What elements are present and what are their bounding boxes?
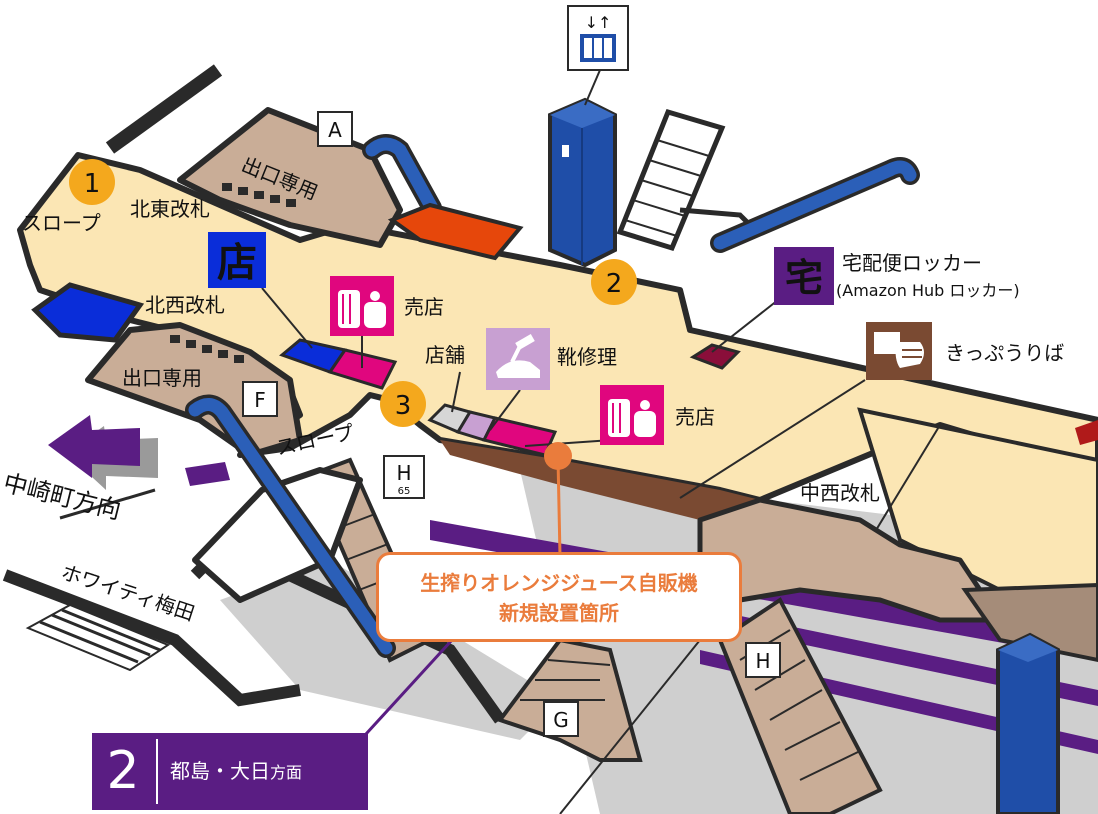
highlight-location-dot — [544, 442, 572, 470]
exit-area-left-steps — [170, 335, 244, 363]
direction-sign: 2 都島・大日方面 — [92, 733, 368, 810]
parcel-locker-icon: 宅 — [774, 247, 834, 305]
exit-area-left — [85, 322, 303, 458]
elevator-pointer-line — [584, 69, 601, 106]
block-far-right — [1075, 420, 1098, 445]
concourse-edge — [440, 440, 760, 520]
escalator-top — [362, 134, 442, 218]
wall-line — [679, 207, 752, 227]
elevator-tower — [548, 97, 617, 268]
label-kiosk-north: 売店 — [404, 295, 444, 319]
gate-line — [869, 424, 941, 541]
label-central-west-gate: 中西改札 — [800, 481, 880, 505]
callout-line-2: 新規設置箇所 — [499, 601, 619, 625]
svg-text:F: F — [254, 388, 266, 412]
pointer-line — [679, 379, 866, 499]
rail-stripe — [185, 462, 230, 486]
svg-text:宅: 宅 — [785, 256, 823, 300]
wall-line — [59, 488, 156, 520]
label-parcel-locker-sub: (Amazon Hub ロッカー) — [836, 281, 1020, 300]
direction-arrow-icon — [48, 415, 158, 490]
direction-number: 2 — [106, 741, 140, 801]
kiosk-block-north — [327, 348, 398, 390]
shop-orange-block — [387, 202, 524, 261]
white-umeda-passage — [192, 467, 363, 603]
wall-line — [105, 64, 223, 154]
wall-line — [2, 569, 301, 707]
svg-text:店: 店 — [217, 240, 257, 286]
exit-marker-h65: H 65 — [383, 455, 425, 499]
exit-marker-a: A — [317, 111, 353, 147]
pointer-line — [489, 389, 521, 431]
kiosk-icon — [330, 276, 394, 336]
label-northwest-gate: 北西改札 — [145, 293, 225, 317]
exit-marker-h: H — [745, 642, 781, 678]
marker-2: 2 — [591, 259, 637, 305]
shoe-repair-icon — [486, 328, 550, 390]
direction-pointer-line — [364, 638, 454, 736]
pointer-line — [711, 299, 779, 353]
pointer-line — [524, 439, 613, 447]
crosswalk — [25, 603, 171, 672]
locker-block — [689, 343, 741, 370]
highlight-pointer-line — [556, 457, 562, 557]
marker-1: 1 — [69, 159, 115, 205]
escalator-left — [185, 394, 396, 658]
svg-text:G: G — [553, 708, 569, 732]
ticket-sales-icon — [866, 322, 932, 380]
exit-marker-f: F — [242, 381, 278, 417]
svg-text:3: 3 — [395, 391, 412, 421]
callout-line-1: 生搾りオレンジジュース自販機 — [420, 571, 698, 595]
label-northeast-gate: 北東改札 — [130, 197, 210, 221]
svg-text:65: 65 — [398, 486, 411, 497]
svg-text:H: H — [396, 461, 411, 485]
direction-text: 都島・大日方面 — [170, 733, 302, 810]
exit-marker-g: G — [543, 701, 579, 737]
direction-text-small: 方面 — [270, 763, 303, 782]
label-ticket-sales: きっぷうりば — [945, 341, 1064, 365]
kiosk-icon-south — [600, 385, 664, 445]
escalator-right — [710, 157, 920, 253]
label-slope-1: スロープ — [22, 211, 101, 235]
marker-3: 3 — [380, 381, 426, 427]
platform-right — [961, 582, 1098, 663]
svg-text:H: H — [755, 649, 770, 673]
svg-text:2: 2 — [606, 269, 623, 299]
label-shop: 店舗 — [425, 343, 465, 367]
direction-separator — [156, 739, 158, 804]
svg-text:↓↑: ↓↑ — [585, 13, 612, 32]
pointer-line — [261, 287, 313, 349]
svg-text:A: A — [328, 118, 342, 142]
label-exit-only-left: 出口専用 — [122, 366, 202, 390]
stairs-center-top — [616, 108, 726, 252]
shop-icon: 店 — [208, 232, 266, 288]
exit-area-top-steps — [222, 183, 296, 207]
label-parcel-locker: 宅配便ロッカー — [842, 251, 982, 275]
elevator-tower-right — [996, 632, 1060, 814]
shop-blue-block-west — [31, 282, 145, 343]
new-installation-callout: 生搾りオレンジジュース自販機 新規設置箇所 — [376, 552, 742, 642]
pointer-line — [559, 639, 701, 814]
pointer-line — [451, 371, 461, 413]
svg-text:1: 1 — [84, 169, 101, 199]
direction-text-main: 都島・大日 — [170, 759, 270, 783]
label-shoe-repair: 靴修理 — [557, 345, 617, 369]
elevator-icon: ↓↑ — [567, 5, 629, 71]
label-kiosk-south: 売店 — [675, 405, 715, 429]
